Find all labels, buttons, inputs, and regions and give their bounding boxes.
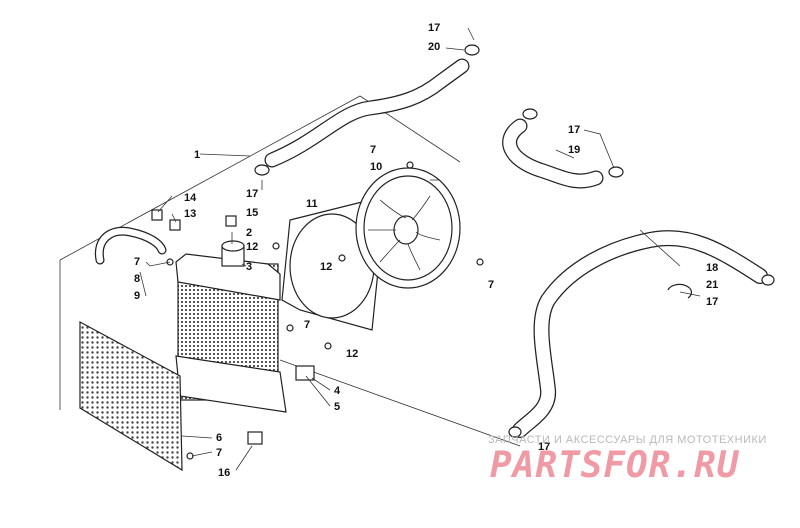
hose-clamp-icon (522, 108, 538, 120)
callout-13: 13 (184, 208, 196, 220)
callout-4: 4 (334, 385, 341, 397)
callout-12: 12 (346, 348, 358, 360)
callout-20: 20 (428, 41, 440, 53)
nut-icon (169, 219, 181, 231)
callout-19: 19 (568, 144, 580, 156)
hardware (151, 161, 484, 460)
callout-17: 17 (428, 22, 440, 34)
watermark-logo: PARTSFOR.RU (490, 445, 740, 486)
radiator-screen (79, 320, 183, 472)
callout-12: 12 (320, 261, 332, 273)
screw-icon (476, 258, 484, 266)
grommet-icon (247, 431, 263, 445)
screw-icon (324, 342, 332, 350)
drain-fitting (295, 365, 315, 381)
assembly-outline (59, 95, 521, 447)
callout-10: 10 (370, 161, 382, 173)
small-hose (502, 108, 624, 189)
callout-6: 6 (216, 432, 222, 444)
cooling-fan (355, 167, 461, 289)
callout-21: 21 (706, 279, 718, 291)
callout-7: 7 (488, 279, 494, 291)
hose-clamp-icon (508, 426, 522, 438)
callout-1: 1 (194, 149, 200, 161)
callout-11: 11 (306, 198, 318, 210)
hose-clamp-icon (464, 44, 480, 56)
callout-17: 17 (538, 441, 550, 453)
clamp-ring-icon (667, 283, 692, 299)
callout-14: 14 (184, 192, 197, 204)
callout-7: 7 (370, 144, 376, 156)
callout-7: 7 (216, 447, 222, 459)
callout-12: 12 (246, 241, 258, 253)
callouts: 1 2 3 4 5 6 7 7 7 7 7 8 9 10 11 12 12 12… (134, 22, 718, 479)
callout-17: 17 (246, 188, 258, 200)
watermark-tagline: ЗАПЧАСТИ И АКСЕССУАРЫ ДЛЯ МОТОТЕХНИКИ (488, 434, 767, 446)
grommet-icon (225, 215, 237, 227)
callout-8: 8 (134, 273, 140, 285)
callout-17: 17 (568, 124, 580, 136)
hose-clamp-icon (254, 164, 270, 176)
callout-16: 16 (218, 467, 230, 479)
callout-17: 17 (706, 296, 718, 308)
hose-clamp-icon (608, 166, 624, 178)
callout-7: 7 (304, 319, 310, 331)
callout-3: 3 (246, 261, 252, 273)
callout-7: 7 (134, 256, 140, 268)
screw-icon (406, 161, 414, 169)
callout-18: 18 (706, 262, 718, 274)
clip-icon (151, 209, 163, 221)
upper-radiator-hose (254, 44, 480, 176)
callout-5: 5 (334, 401, 340, 413)
radiator (175, 240, 315, 445)
screw-icon (272, 242, 280, 250)
leader-lines (139, 27, 701, 471)
callout-9: 9 (134, 290, 140, 302)
screw-icon (286, 324, 294, 332)
callout-15: 15 (246, 207, 258, 219)
hose-clamp-icon (761, 274, 775, 286)
screw-icon (338, 254, 346, 262)
lower-radiator-hose (508, 230, 775, 438)
radiator-cap-icon (221, 240, 245, 252)
callout-2: 2 (246, 227, 252, 239)
overflow-hose (94, 226, 167, 265)
